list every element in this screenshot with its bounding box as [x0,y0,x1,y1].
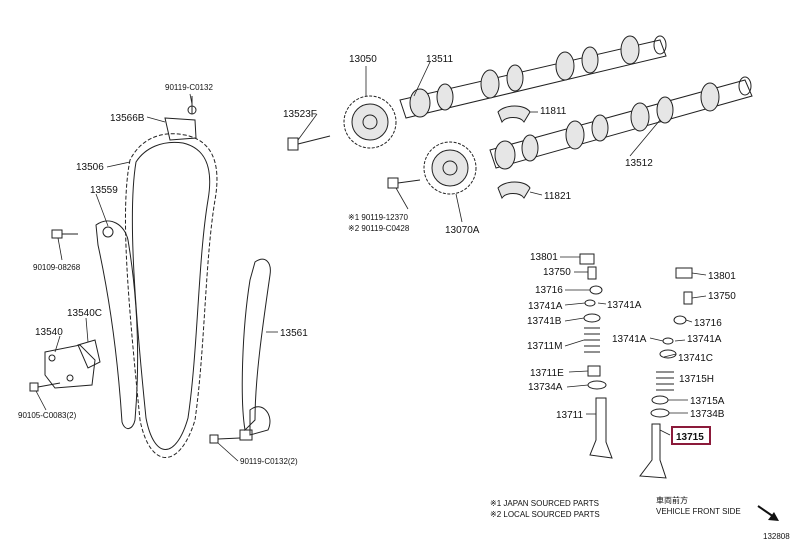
label-13512[interactable]: 13512 [625,158,653,169]
label-90119-c0132-top[interactable]: 90119-C0132 [165,83,213,92]
label-13540c[interactable]: 13540C [67,308,102,319]
label-13711[interactable]: 13711 [556,410,584,421]
label-13715[interactable]: 13715 [676,432,704,443]
leader-lines [35,61,707,462]
label-13741a-left-1[interactable]: 13741A [528,301,563,312]
label-13716-left[interactable]: 13716 [535,285,563,296]
bearing-11811[interactable] [497,105,531,124]
label-13741a-right-1[interactable]: 13741A [612,334,647,345]
camshaft-13512[interactable] [489,76,753,170]
label-13566b[interactable]: 13566B [110,113,145,124]
valve-train-exhaust[interactable] [639,267,693,479]
label-13716-right[interactable]: 13716 [694,318,722,329]
footer-notes: ※1 JAPAN SOURCED PARTS ※2 LOCAL SOURCED … [490,495,790,541]
label-11811[interactable]: 11811 [540,106,567,117]
label-13750-right[interactable]: 13750 [708,291,736,302]
label-13715h[interactable]: 13715H [679,374,714,385]
bolt-90119-12370[interactable] [387,177,421,189]
label-13050[interactable]: 13050 [349,54,377,65]
label-13711m[interactable]: 13711M [527,341,562,352]
note-japan-sourced: ※1 JAPAN SOURCED PARTS [490,499,599,508]
chain-guide-right[interactable] [239,258,271,441]
chain-guide-upper[interactable] [164,96,197,141]
label-13511[interactable]: 13511 [426,54,454,65]
label-11821[interactable]: 11821 [544,191,572,202]
label-13734a[interactable]: 13734A [528,382,563,393]
label-13561[interactable]: 13561 [280,328,308,339]
diagram-id: 132808 [763,532,790,541]
bolt-90105[interactable] [29,382,61,392]
label-13741a-left-2[interactable]: 13741A [607,300,642,311]
label-13801-left[interactable]: 13801 [530,252,558,263]
note-local-sourced: ※2 LOCAL SOURCED PARTS [490,510,600,519]
label-90119-c0428[interactable]: ※2 90119-C0428 [348,224,410,233]
label-13734b[interactable]: 13734B [690,409,725,420]
bolt-90119-lower[interactable] [209,434,241,444]
label-90119-c0132-bottom[interactable]: 90119-C0132(2) [240,457,298,466]
label-13741c[interactable]: 13741C [678,353,713,364]
label-13750-left[interactable]: 13750 [543,267,571,278]
valve-train-intake[interactable] [579,253,613,459]
bearing-11821[interactable] [497,181,531,200]
label-13523f[interactable]: 13523F [283,109,317,120]
label-13070a[interactable]: 13070A [445,225,480,236]
front-direction-arrow-icon [757,505,779,521]
part-labels: 13050 13511 90119-C0132 13523F 11811 135… [18,54,736,466]
label-13559[interactable]: 13559 [90,185,118,196]
label-13715a[interactable]: 13715A [690,396,725,407]
chain-tensioner-arm[interactable] [95,220,139,429]
timing-chain[interactable] [124,133,218,458]
label-13711e[interactable]: 13711E [530,368,564,379]
bolt-13523f[interactable] [287,135,331,151]
vehicle-front-cn: 車両前方 [656,495,688,505]
vehicle-front-en: VEHICLE FRONT SIDE [656,507,741,516]
chain-tensioner[interactable] [44,339,101,389]
cam-timing-gear-13070a[interactable] [423,141,477,195]
highlight-box-13715 [671,426,711,445]
label-13540[interactable]: 13540 [35,327,63,338]
cam-timing-gear-13050[interactable] [343,95,397,149]
label-13741b[interactable]: 13741B [527,316,562,327]
bolt-90109[interactable] [51,229,78,239]
camshaft-13511[interactable] [399,35,667,119]
label-90105-c0083[interactable]: 90105-C0083(2) [18,411,77,420]
label-13801-right[interactable]: 13801 [708,271,736,282]
label-13506[interactable]: 13506 [76,162,104,173]
label-90119-12370[interactable]: ※1 90119-12370 [348,213,408,222]
label-13741a-right-2[interactable]: 13741A [687,334,722,345]
label-90109-08268[interactable]: 90109-08268 [33,263,81,272]
